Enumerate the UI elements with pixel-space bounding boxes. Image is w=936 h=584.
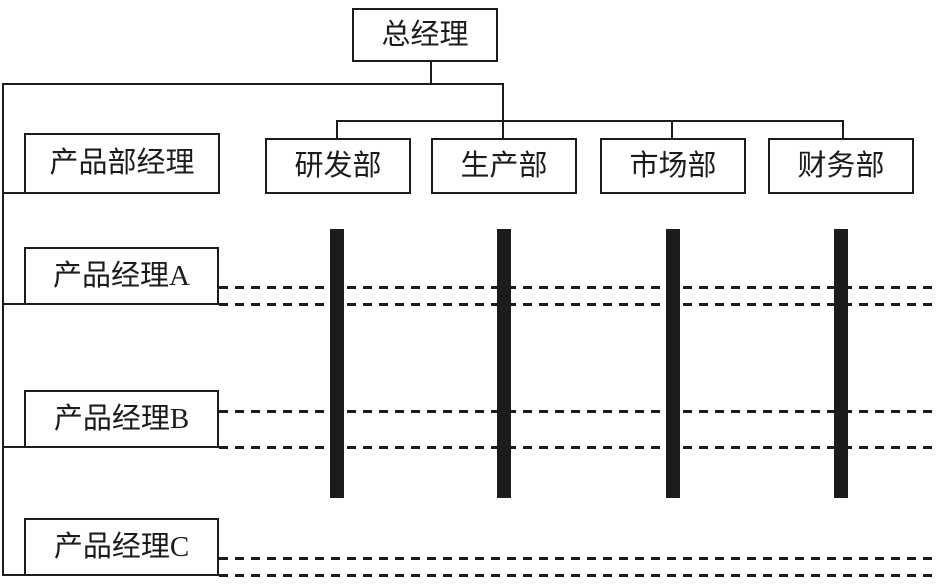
connector-top-horizontal — [2, 83, 504, 85]
connector-department-bus — [336, 120, 844, 122]
connector-left-spine — [2, 83, 4, 576]
node-department-finance: 财务部 — [768, 138, 914, 194]
connector-gm-drop — [430, 62, 432, 85]
node-department-marketing: 市场部 — [600, 138, 746, 194]
matrix-bar-marketing — [666, 229, 680, 498]
node-department-production-label: 生产部 — [460, 149, 548, 182]
connector-drop-rd — [336, 120, 338, 138]
connector-stub-manager-c — [2, 574, 26, 576]
connector-drop-finance — [842, 120, 844, 138]
node-general-manager-label: 总经理 — [381, 18, 469, 51]
node-general-manager: 总经理 — [352, 8, 498, 62]
node-department-finance-label: 财务部 — [797, 149, 885, 182]
node-product-manager-b: 产品经理B — [24, 390, 219, 448]
matrix-bar-production — [497, 229, 511, 498]
connector-mid-drop — [502, 83, 504, 138]
dashed-link-manager-b-lower — [219, 446, 936, 449]
node-product-manager-a: 产品经理A — [24, 247, 219, 305]
dashed-link-manager-b-upper — [219, 410, 936, 413]
node-department-rd-label: 研发部 — [294, 149, 382, 182]
node-product-manager-c-label: 产品经理C — [53, 530, 190, 563]
node-department-rd: 研发部 — [265, 138, 411, 194]
node-department-production: 生产部 — [431, 138, 577, 194]
node-product-manager-a-label: 产品经理A — [53, 259, 190, 292]
dashed-link-manager-a-lower — [219, 303, 936, 306]
dashed-link-manager-c-lower — [219, 574, 936, 577]
node-product-dept-manager: 产品部经理 — [24, 133, 220, 194]
node-product-manager-c: 产品经理C — [24, 518, 219, 576]
node-product-dept-manager-label: 产品部经理 — [49, 147, 195, 179]
dashed-link-manager-c-upper — [219, 557, 936, 560]
node-department-marketing-label: 市场部 — [629, 149, 717, 182]
connector-stub-manager-b — [2, 446, 26, 448]
node-product-manager-b-label: 产品经理B — [53, 402, 190, 435]
connector-stub-product-dept-manager — [2, 192, 26, 194]
matrix-bar-rd — [330, 229, 344, 498]
connector-drop-marketing — [671, 120, 673, 138]
matrix-bar-finance — [834, 229, 848, 498]
dashed-link-manager-a-upper — [219, 286, 936, 289]
connector-stub-manager-a — [2, 303, 26, 305]
